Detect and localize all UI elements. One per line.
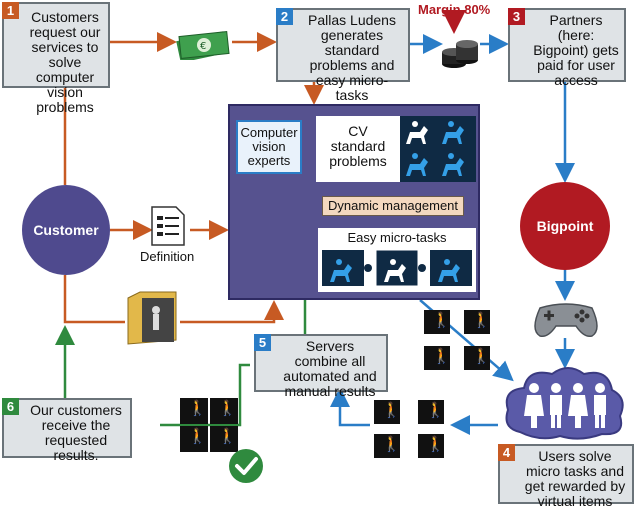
bigpoint-circle: Bigpoint: [520, 182, 610, 270]
puzzle-icon: [322, 249, 472, 287]
pedestrian-icon: 🚶: [472, 312, 491, 329]
step-2-text: Pallas Ludens generates standard problem…: [308, 12, 396, 103]
step-3-number: 3: [508, 8, 525, 25]
pedestrian-icon: 🚶: [382, 402, 401, 419]
customer-circle: Customer: [22, 185, 110, 275]
horse-rider-icon: [406, 121, 464, 176]
step-4-box: 4 Users solve micro tasks and get reward…: [498, 444, 634, 509]
document-icon: [150, 206, 186, 246]
margin-label: Margin 80%: [418, 2, 491, 17]
dynamic-management-text: Dynamic management: [327, 198, 459, 213]
cv-standard-box: CV standard problems: [316, 116, 400, 182]
step-5-text: Servers combine all automated and manual…: [283, 338, 377, 399]
step-5-box: 5 Servers combine all automated and manu…: [254, 334, 388, 399]
pedestrian-icon: 🚶: [188, 428, 207, 445]
step-4-text: Users solve micro tasks and get rewarded…: [524, 448, 626, 509]
pedestrian-icon: 🚶: [426, 436, 445, 453]
step-6-text: Our customers receive the requested resu…: [30, 402, 122, 463]
step-5-number: 5: [254, 334, 271, 351]
cv-experts-box: Computer vision experts: [236, 120, 302, 174]
microtask-tiles-right: 🚶 🚶 🚶 🚶: [424, 310, 494, 376]
processing-panel: Computer vision experts CV standard prob…: [228, 104, 480, 300]
bigpoint-label: Bigpoint: [536, 218, 594, 234]
checkmark-icon: [228, 448, 264, 484]
orange-flow: [63, 32, 324, 324]
coins-icon: [440, 30, 480, 70]
easy-microtasks-box: Easy micro-tasks: [318, 228, 476, 292]
pedestrian-icon: 🚶: [218, 400, 237, 417]
pedestrian-icon: 🚶: [432, 348, 451, 365]
folder-icon: [126, 290, 178, 346]
pedestrian-icon: 🚶: [188, 400, 207, 417]
money-icon: €: [176, 28, 230, 63]
pedestrian-icon: 🚶: [426, 402, 445, 419]
dynamic-management-box: Dynamic management: [322, 196, 464, 216]
customer-label: Customer: [33, 222, 99, 238]
step-1-number: 1: [2, 2, 19, 19]
step-3-text: Partners (here: Bigpoint) gets paid for …: [533, 12, 619, 88]
pedestrian-icon: 🚶: [382, 436, 401, 453]
combined-results-tiles: 🚶 🚶 🚶 🚶: [180, 398, 238, 452]
green-flow: [55, 300, 307, 427]
cv-experts-text: Computer vision experts: [240, 125, 298, 168]
horse-rider-grid: [400, 116, 476, 182]
step-4-number: 4: [498, 444, 515, 461]
definition-label: Definition: [140, 249, 195, 264]
step-1-box: 1 Customers request our services to solv…: [2, 2, 110, 115]
cv-standard-text: CV standard problems: [329, 123, 387, 169]
step-1-text: Customers request our services to solve …: [29, 9, 101, 115]
gamepad-icon: [530, 300, 602, 340]
step-2-number: 2: [276, 8, 293, 25]
step-6-number: 6: [2, 398, 19, 415]
step-6-box: 6 Our customers receive the requested re…: [2, 398, 132, 463]
easy-microtasks-text: Easy micro-tasks: [347, 230, 447, 245]
users-icon: [500, 362, 630, 442]
step-2-box: 2 Pallas Ludens generates standard probl…: [276, 8, 410, 103]
step-3-box: 3 Partners (here: Bigpoint) gets paid fo…: [508, 8, 626, 88]
pedestrian-icon: 🚶: [472, 348, 491, 365]
pedestrian-icon: 🚶: [432, 312, 451, 329]
microtask-tiles-lower: 🚶 🚶 🚶 🚶: [374, 400, 452, 462]
pedestrian-icon: 🚶: [218, 428, 237, 445]
svg-text:€: €: [200, 41, 206, 52]
